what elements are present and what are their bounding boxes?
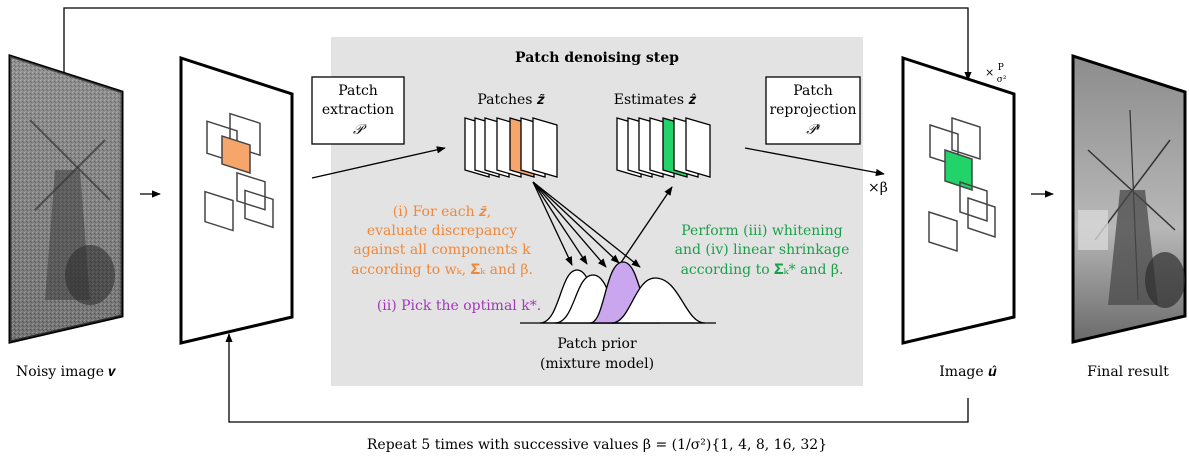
final-result-label: Final result: [1087, 364, 1169, 380]
prior-label-line2: (mixture model): [540, 356, 654, 372]
image-hat-label: Image 𝒖̂: [939, 364, 997, 380]
step-ii-text: (ii) Pick the optimal k*.: [377, 298, 541, 314]
svg-text:according to wₖ, 𝚺ₖ and β.: according to wₖ, 𝚺ₖ and β.: [351, 262, 533, 278]
patches-label: Patches 𝒛̃: [477, 92, 545, 108]
noisy-image: [8, 53, 124, 344]
patch-extraction-box: Patch extraction 𝒫: [311, 76, 405, 145]
step-i-text: (i) For each 𝒛̃, evaluate discrepancy ag…: [351, 204, 533, 278]
svg-text:Perform (iii) whitening: Perform (iii) whitening: [681, 223, 843, 239]
patch-reprojection-box: Patch reprojection 𝒫ᵗ: [765, 76, 861, 145]
prior-label-line1: Patch prior: [557, 336, 637, 352]
mixture-model: [520, 261, 716, 324]
svg-text:Patch: Patch: [793, 83, 833, 99]
svg-text:Patch: Patch: [338, 83, 378, 99]
svg-text:extraction: extraction: [322, 102, 394, 118]
patches-stack: [464, 117, 558, 178]
svg-text:𝒫ᵗ: 𝒫ᵗ: [806, 122, 820, 138]
estimates-label: Estimates 𝒛̂: [614, 92, 697, 108]
svg-text:evaluate discrepancy: evaluate discrepancy: [367, 223, 517, 239]
repeat-caption: Repeat 5 times with successive values β …: [367, 437, 827, 453]
overlapping-patches-right-shapes: [928, 116, 996, 253]
bottom-loop-arrow: [225, 333, 969, 423]
step-iii-iv-text: Perform (iii) whitening and (iv) linear …: [675, 223, 850, 278]
final-result-image: [1071, 53, 1187, 344]
svg-text:and (iv) linear shrinkage: and (iv) linear shrinkage: [675, 242, 850, 258]
patch-frame-left: [179, 55, 294, 345]
estimates-stack: [616, 117, 711, 178]
overlapping-patches-left: [204, 112, 274, 232]
arrow-prior-to-estimates: [619, 186, 673, 265]
evaluation-arrows: [532, 181, 641, 268]
arrow-to-image-hat: [744, 147, 885, 177]
times-beta-label: ×β: [868, 180, 888, 196]
image-hat-frame: [901, 55, 1016, 345]
svg-text:reprojection: reprojection: [769, 102, 856, 118]
noisy-image-label: Noisy image 𝒗: [16, 364, 116, 380]
svg-text:(i) For each 𝒛̃,: (i) For each 𝒛̃,: [393, 204, 492, 220]
top-feedback-arrow: [63, 7, 972, 81]
arrow-to-patches: [311, 146, 446, 179]
svg-text:according to 𝚺ₖ* and β.: according to 𝚺ₖ* and β.: [681, 262, 844, 278]
panel-title: Patch denoising step: [515, 50, 679, 66]
svg-text:against all components k: against all components k: [353, 242, 531, 258]
